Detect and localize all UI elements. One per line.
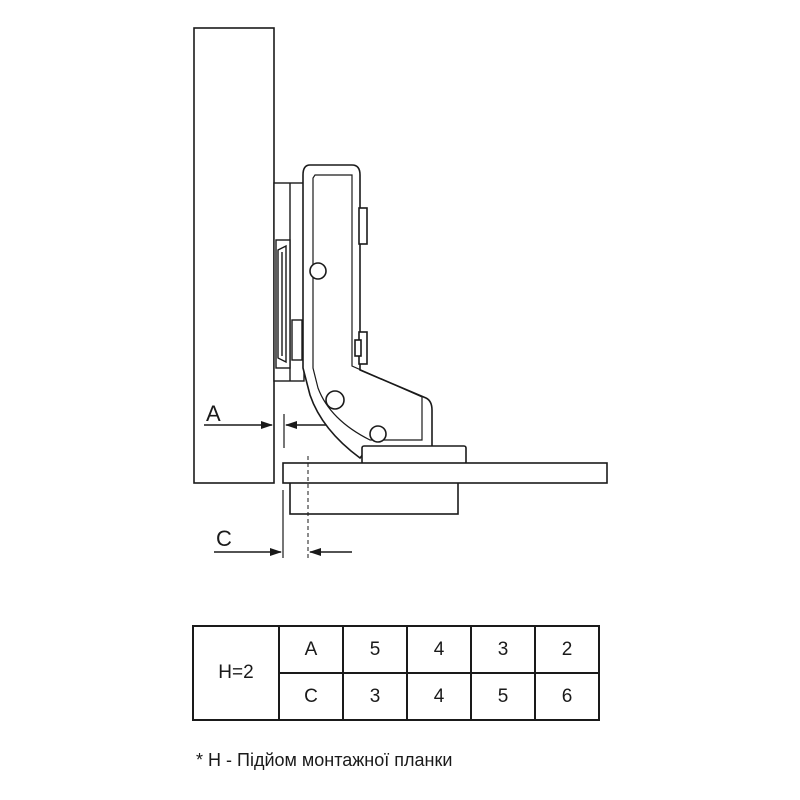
row-label-c: C [278,672,344,721]
hinge-pivots [309,262,387,443]
dimension-c: C [214,490,352,558]
spec-table: H=2 A 5 4 3 2 C 3 4 5 6 [192,625,600,721]
h-label: H=2 [192,625,280,721]
table-row: C 3 4 5 6 [193,672,600,721]
pivot-upper [309,262,327,280]
dimension-a-label: A [206,401,221,426]
table-cell: 4 [406,625,472,674]
pivot-lower [369,425,387,443]
table-cell: 6 [534,672,600,721]
footnote: * H - Підйом монтажної планки [196,750,453,770]
table-cell: 3 [342,672,408,721]
mounting-plate [273,182,305,382]
table-cell: 5 [470,672,536,721]
dimension-a: A [204,401,326,448]
hinge-arm [302,164,433,460]
table-cell: 3 [470,625,536,674]
door-panel [282,445,608,515]
dimension-c-label: C [216,526,232,551]
cabinet-wall [193,27,275,484]
table-cell: 2 [534,625,600,674]
table-cell: 4 [406,672,472,721]
hinge-drawing: A C [193,27,608,558]
table-row: H=2 A 5 4 3 2 [192,625,600,721]
table-cell: 5 [342,625,408,674]
pivot-middle [325,390,345,410]
row-label-a: A [278,625,344,674]
